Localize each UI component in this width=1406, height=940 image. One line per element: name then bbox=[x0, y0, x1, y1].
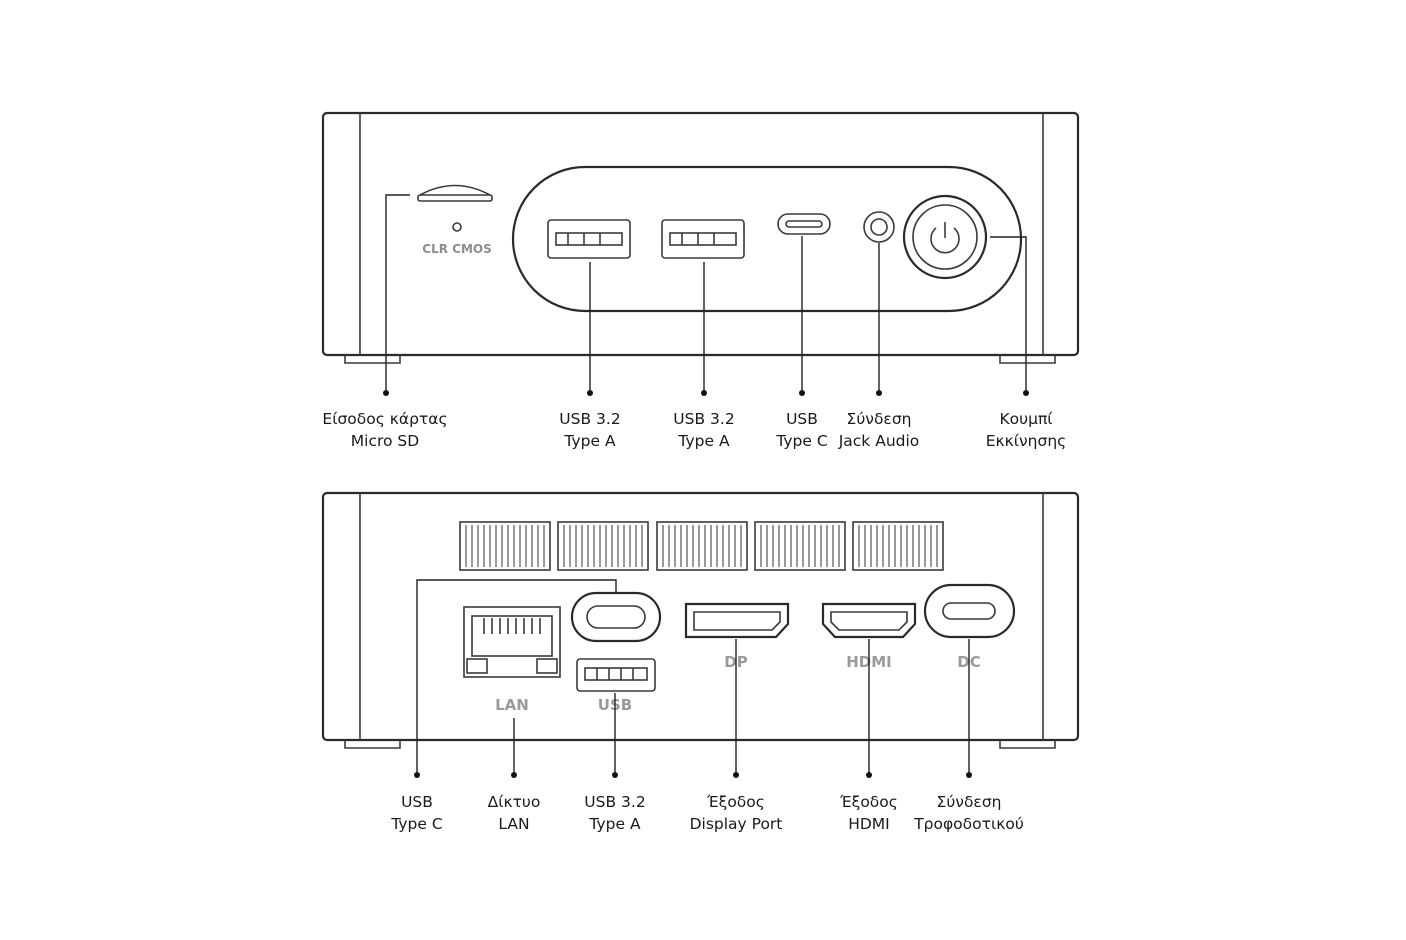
svg-text:HDMI: HDMI bbox=[848, 815, 890, 833]
vent-block bbox=[459, 521, 551, 571]
svg-text:Type A: Type A bbox=[563, 432, 616, 450]
rear-callout-usb-c: USB Type C bbox=[390, 793, 442, 833]
svg-text:Type C: Type C bbox=[775, 432, 827, 450]
svg-text:Σύνδεση: Σύνδεση bbox=[937, 793, 1002, 811]
svg-text:Είσοδος κάρτας: Είσοδος κάρτας bbox=[322, 410, 447, 428]
rear-callout-lan: Δίκτυο LAN bbox=[488, 793, 541, 833]
front-callout-microsd: Είσοδος κάρτας Micro SD bbox=[322, 410, 447, 450]
front-leader-lines bbox=[383, 194, 1029, 396]
vent-block bbox=[852, 521, 944, 571]
svg-text:USB: USB bbox=[401, 793, 433, 811]
clr-cmos-hole-icon bbox=[452, 222, 462, 232]
svg-text:USB: USB bbox=[786, 410, 818, 428]
front-callout-usb-a-1: USB 3.2 Type A bbox=[559, 410, 620, 450]
front-panel: CLR CMOS bbox=[321, 111, 1080, 450]
svg-text:Jack Audio: Jack Audio bbox=[838, 432, 920, 450]
dc-power-port-icon bbox=[923, 583, 1016, 639]
usb-a-port-icon bbox=[661, 219, 745, 259]
front-callout-usb-a-2: USB 3.2 Type A bbox=[673, 410, 734, 450]
svg-text:USB 3.2: USB 3.2 bbox=[559, 410, 620, 428]
rear-callout-usb-a: USB 3.2 Type A bbox=[584, 793, 645, 833]
vent-block bbox=[754, 521, 846, 571]
svg-text:Εκκίνησης: Εκκίνησης bbox=[986, 432, 1067, 450]
svg-text:Display Port: Display Port bbox=[690, 815, 783, 833]
hdmi-port-icon bbox=[821, 602, 917, 639]
vent-block bbox=[656, 521, 748, 571]
rear-callout-dc-power: Σύνδεση Τροφοδοτικού bbox=[913, 793, 1024, 833]
svg-text:Type C: Type C bbox=[390, 815, 442, 833]
svg-text:LAN: LAN bbox=[498, 815, 529, 833]
svg-text:USB 3.2: USB 3.2 bbox=[673, 410, 734, 428]
lan-port-label: LAN bbox=[495, 696, 529, 714]
vent-grille bbox=[459, 521, 944, 571]
rear-callout-displayport: Έξοδος Display Port bbox=[690, 793, 783, 833]
svg-text:Type A: Type A bbox=[677, 432, 730, 450]
svg-text:Micro SD: Micro SD bbox=[351, 432, 419, 450]
svg-text:Έξοδος: Έξοδος bbox=[839, 793, 898, 811]
svg-text:USB 3.2: USB 3.2 bbox=[584, 793, 645, 811]
svg-text:Σύνδεση: Σύνδεση bbox=[847, 410, 912, 428]
clr-cmos-label: CLR CMOS bbox=[422, 242, 491, 256]
usb-a-port-icon bbox=[576, 658, 656, 692]
lan-port-icon bbox=[463, 606, 561, 678]
usb-c-port-icon bbox=[777, 213, 831, 235]
svg-text:Type A: Type A bbox=[588, 815, 641, 833]
rear-callout-hdmi: Έξοδος HDMI bbox=[839, 793, 898, 833]
svg-text:Τροφοδοτικού: Τροφοδοτικού bbox=[913, 815, 1024, 833]
front-port-housing bbox=[511, 165, 1023, 313]
rear-leader-lines bbox=[414, 579, 972, 778]
svg-text:Έξοδος: Έξοδος bbox=[706, 793, 765, 811]
svg-text:Δίκτυο: Δίκτυο bbox=[488, 793, 541, 811]
front-callout-power-button: Κουμπί Εκκίνησης bbox=[986, 410, 1067, 450]
microsd-slot-icon bbox=[417, 184, 493, 202]
front-callout-audio-jack: Σύνδεση Jack Audio bbox=[838, 410, 920, 450]
rear-panel: LAN USB DP HDMI bbox=[321, 491, 1080, 833]
front-callout-usb-c: USB Type C bbox=[775, 410, 827, 450]
svg-text:Κουμπί: Κουμπί bbox=[999, 410, 1053, 428]
audio-jack-icon bbox=[863, 211, 895, 243]
power-button-icon bbox=[902, 194, 988, 280]
usb-c-port-icon bbox=[570, 591, 662, 643]
displayport-icon bbox=[684, 602, 790, 639]
usb-a-port-icon bbox=[547, 219, 631, 259]
vent-block bbox=[557, 521, 649, 571]
